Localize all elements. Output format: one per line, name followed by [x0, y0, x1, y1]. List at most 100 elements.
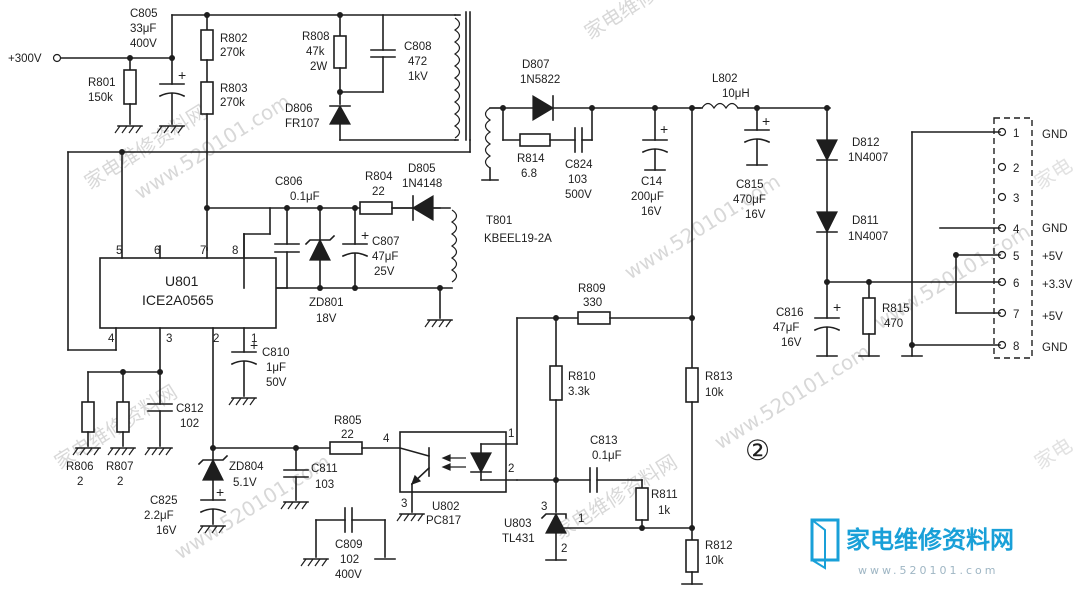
r801-value: 150k: [88, 92, 113, 104]
ground-icon: [156, 125, 185, 134]
svg-text:+: +: [361, 227, 369, 243]
connector-pin-number: 4: [1013, 224, 1020, 236]
c815-voltage: 16V: [745, 209, 766, 221]
connector-pin-label: GND: [1042, 129, 1068, 141]
c807-voltage: 25V: [374, 266, 395, 278]
u801-pin-1: 1: [251, 333, 257, 345]
d805-value: 1N4148: [402, 178, 442, 190]
c807-ref: C807: [372, 236, 400, 248]
c809-voltage: 400V: [335, 569, 362, 581]
r806-ref: R806: [66, 461, 94, 473]
u803-pin-3: 3: [541, 501, 547, 513]
u801-pin-3: 3: [166, 333, 172, 345]
c824-value: 103: [568, 174, 587, 186]
connector-pin-label: +5V: [1042, 311, 1063, 323]
c809-ref: C809: [335, 539, 363, 551]
ground-icon: [424, 319, 453, 328]
c14-ref: C14: [641, 176, 663, 188]
resistor-r815: [862, 297, 876, 335]
svg-text:+: +: [216, 484, 224, 500]
svg-text:+: +: [250, 337, 258, 353]
d811-ref: D811: [852, 215, 879, 227]
t801-value: KBEEL19-2A: [484, 233, 552, 245]
logo-url: www.520101.com: [858, 564, 998, 577]
r802-ref: R802: [220, 33, 248, 45]
ground-icon: [197, 525, 226, 534]
resistor-r814: [519, 133, 551, 147]
c824-ref: C824: [565, 159, 593, 171]
d806-value: FR107: [285, 118, 320, 130]
r807-value: 2: [117, 476, 123, 488]
diode-d812: [816, 139, 838, 162]
zd801-value: 18V: [316, 313, 337, 325]
u802-part: PC817: [426, 515, 461, 527]
u803-ref: U803: [504, 518, 532, 530]
r805-value: 22: [341, 429, 354, 441]
connector-pin-number: 2: [1013, 163, 1019, 175]
t801-ref: T801: [486, 215, 512, 227]
resistor-r813: [685, 367, 699, 403]
resistor-r808: [333, 35, 347, 69]
r813-ref: R813: [705, 371, 733, 383]
r808-power: 2W: [310, 61, 327, 73]
ground-icon: [300, 558, 329, 567]
r814-ref: R814: [517, 153, 545, 165]
resistor-r801: [123, 69, 137, 105]
u801-pin-2: 2: [213, 333, 219, 345]
connector-pin-number: 7: [1013, 309, 1019, 321]
r804-value: 22: [372, 186, 385, 198]
diode-d805: [411, 194, 434, 222]
resistor-r806: [81, 401, 95, 433]
c811-value: 103: [315, 479, 334, 491]
zener-zd804: [202, 458, 224, 481]
c808-value: 472: [408, 56, 427, 68]
watermark-edge: 家电: [1030, 153, 1077, 195]
r813-value: 10k: [705, 387, 724, 399]
c811-ref: C811: [311, 463, 338, 475]
c825-ref: C825: [150, 495, 178, 507]
ground-icon: [280, 501, 309, 510]
connector-pin-number: 1: [1013, 128, 1019, 140]
r810-value: 3.3k: [568, 386, 590, 398]
d807-value: 1N5822: [520, 74, 560, 86]
c809-value: 102: [340, 554, 359, 566]
r805-ref: R805: [334, 415, 362, 427]
c816-voltage: 16V: [781, 337, 802, 349]
c810-ref: C810: [262, 347, 290, 359]
c810-value: 1μF: [266, 362, 286, 374]
r808-value: 47k: [306, 46, 325, 58]
diode-d811: [816, 211, 838, 234]
c806-value: 0.1μF: [290, 191, 320, 203]
input-terminal: [52, 53, 62, 63]
connector-pins: [997, 127, 1007, 350]
c825-voltage: 16V: [156, 525, 177, 537]
zd804-value: 5.1V: [233, 477, 257, 489]
svg-text:+: +: [178, 67, 186, 83]
connector-pin-label: GND: [1042, 342, 1068, 354]
u801-pin-5: 5: [116, 245, 122, 257]
ground-icon: [144, 447, 173, 456]
diode-d807: [532, 94, 555, 122]
logo-text: 家电维修资料网: [846, 526, 1014, 554]
ground-icon: [72, 447, 101, 456]
u801-pin-8: 8: [232, 245, 238, 257]
c14-value: 200μF: [631, 191, 664, 203]
c813-value: 0.1μF: [592, 450, 622, 462]
c14-voltage: 16V: [641, 206, 662, 218]
ic-u801: [99, 257, 277, 329]
u802-ref: U802: [432, 501, 460, 513]
zd804-ref: ZD804: [229, 461, 264, 473]
output-connector: [993, 117, 1033, 359]
transformer-primary-winding: [453, 17, 461, 139]
r812-ref: R812: [705, 540, 733, 552]
r804-ref: R804: [365, 171, 393, 183]
watermark-url: www.520101.com: [870, 219, 1035, 334]
r803-ref: R803: [220, 83, 248, 95]
transformer-aux-winding: [450, 209, 458, 283]
resistor-r804: [359, 201, 393, 215]
svg-text:+: +: [660, 121, 668, 137]
resistor-r803: [200, 81, 214, 115]
c825-value: 2.2μF: [144, 510, 174, 522]
r814-value: 6.8: [521, 168, 537, 180]
